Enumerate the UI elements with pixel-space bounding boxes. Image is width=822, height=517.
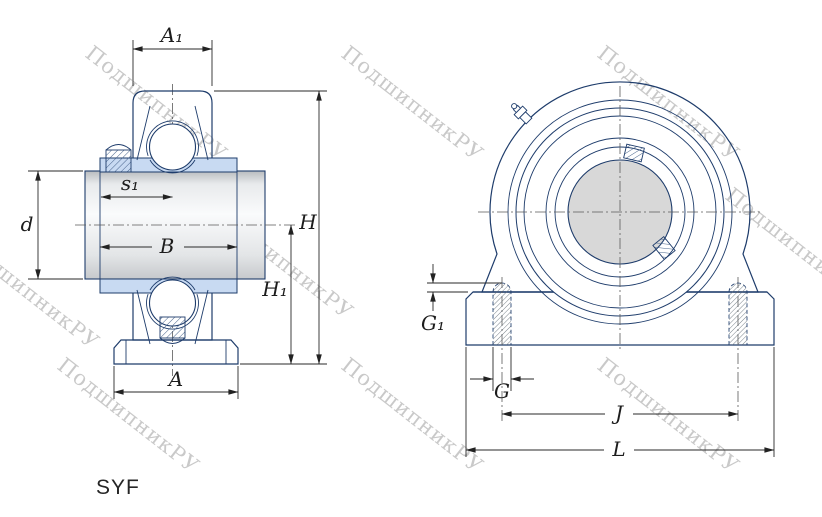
dim-label-j: J	[611, 401, 624, 425]
dim-b: B	[99, 234, 238, 258]
type-designation: SYF	[96, 476, 140, 499]
dim-label-g1: G₁	[421, 311, 445, 335]
watermark-text: ПодшипникРУ	[337, 353, 488, 478]
mounting-slot-right	[728, 277, 748, 424]
set-screw-bottom	[159, 316, 186, 344]
dim-j: J	[501, 401, 739, 425]
housing-body	[481, 81, 759, 293]
set-screw-front-top	[623, 143, 645, 163]
dim-d: d	[21, 170, 83, 280]
grease-fitting	[511, 103, 533, 125]
dim-l: L	[465, 347, 775, 461]
housing-cap-top	[132, 90, 213, 173]
dim-label-a: A	[167, 367, 183, 391]
dim-a: A	[113, 366, 239, 399]
set-screw-front-right	[652, 235, 676, 261]
section-view	[75, 84, 298, 376]
dim-s1: s₁	[100, 171, 173, 200]
dim-label-g: G	[494, 379, 510, 403]
watermark-text: ПодшипникРУ	[337, 41, 488, 166]
dim-label-s1: s₁	[121, 171, 139, 195]
base-foot	[113, 339, 239, 365]
front-view	[465, 81, 775, 424]
dim-g1: G₁	[421, 264, 502, 335]
dim-g: G	[470, 347, 534, 403]
dim-h1: H₁	[261, 224, 294, 365]
dim-label-b: B	[159, 234, 175, 258]
dim-label-h: H	[298, 210, 317, 234]
dim-label-d: d	[21, 212, 34, 236]
dim-label-l: L	[611, 437, 625, 461]
set-screw-top	[105, 144, 132, 173]
bearing-ball-top	[148, 123, 197, 171]
dim-a1: A₁	[132, 23, 213, 86]
dim-h: H	[214, 90, 327, 365]
dim-label-a1: A₁	[159, 23, 183, 47]
dim-label-h1: H₁	[261, 277, 287, 301]
